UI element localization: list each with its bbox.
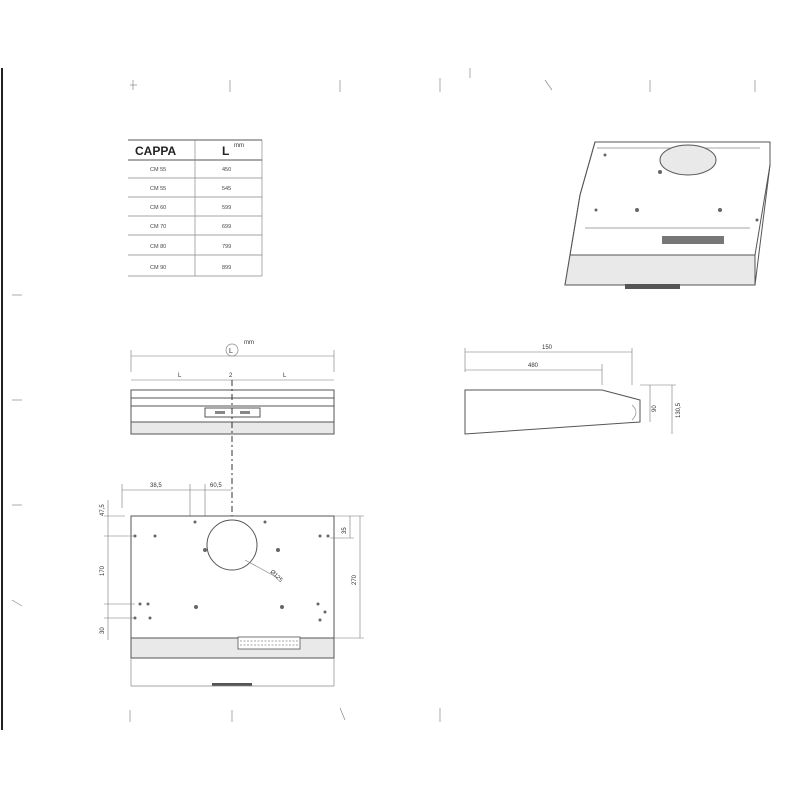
plan-dim-mid: 170 — [100, 565, 106, 576]
plan-dim-right-top: 35 — [342, 527, 348, 534]
table-row-length: 599 — [222, 205, 231, 211]
vent-grille — [237, 636, 301, 650]
table-header-length: L — [222, 144, 229, 158]
hood-isometric-view — [564, 141, 771, 289]
table-row-length: 699 — [222, 224, 231, 230]
table-rows: CM 55 450 CM 55 545 CM 60 599 CM 70 699 … — [150, 167, 231, 271]
plan-dim-offset-left: 38,5 — [150, 483, 162, 489]
left-reference-marks — [11, 294, 23, 607]
plan-dim-offset-center: 60,5 — [210, 483, 222, 489]
plan-dim-bottom: 30 — [100, 627, 106, 634]
front-dim-unit: mm — [244, 340, 254, 346]
table-row-length: 799 — [222, 244, 231, 250]
plan-dim-right-total: 270 — [352, 574, 358, 585]
side-dim-small: 90 — [652, 405, 658, 412]
air-outlet-circle — [659, 144, 717, 176]
front-dim-half-right: L — [283, 373, 287, 379]
side-dim-height: 130,5 — [676, 402, 682, 418]
hood-side-view: 150 480 90 130,5 — [464, 345, 682, 435]
table-header-unit: mm — [234, 143, 244, 149]
front-dim-center: 2 — [229, 373, 233, 379]
table-row-length: 545 — [222, 186, 231, 192]
hood-front-view: L mm L 2 L — [130, 340, 335, 435]
table-row-model: CM 55 — [150, 167, 166, 173]
control-grille — [662, 236, 724, 244]
duct-outlet-circle — [206, 519, 258, 571]
front-dim-half-left: L — [178, 373, 182, 379]
hood-plan-view: 38,5 60,5 Ø125 — [100, 483, 364, 687]
table-row-model: CM 55 — [150, 186, 166, 192]
side-dim-total: 150 — [542, 345, 553, 351]
bottom-reference-marks — [129, 707, 441, 722]
plan-handle — [212, 683, 252, 686]
side-dim-inner: 480 — [528, 363, 539, 369]
table-row-model: CM 70 — [150, 224, 166, 230]
front-dim-label-L: L — [229, 348, 233, 355]
table-header-model: CAPPA — [135, 144, 176, 158]
table-row-model: CM 60 — [150, 205, 166, 211]
plan-dim-top: 47,5 — [100, 504, 106, 516]
table-row-length: 899 — [222, 265, 231, 271]
top-reference-marks — [130, 68, 756, 92]
table-row-length: 450 — [222, 167, 231, 173]
table-row-model: CM 80 — [150, 244, 166, 250]
front-handle — [625, 284, 680, 289]
model-length-table: CAPPA L mm CM 55 450 CM 55 545 CM 60 599… — [128, 139, 263, 277]
table-row-model: CM 90 — [150, 265, 166, 271]
